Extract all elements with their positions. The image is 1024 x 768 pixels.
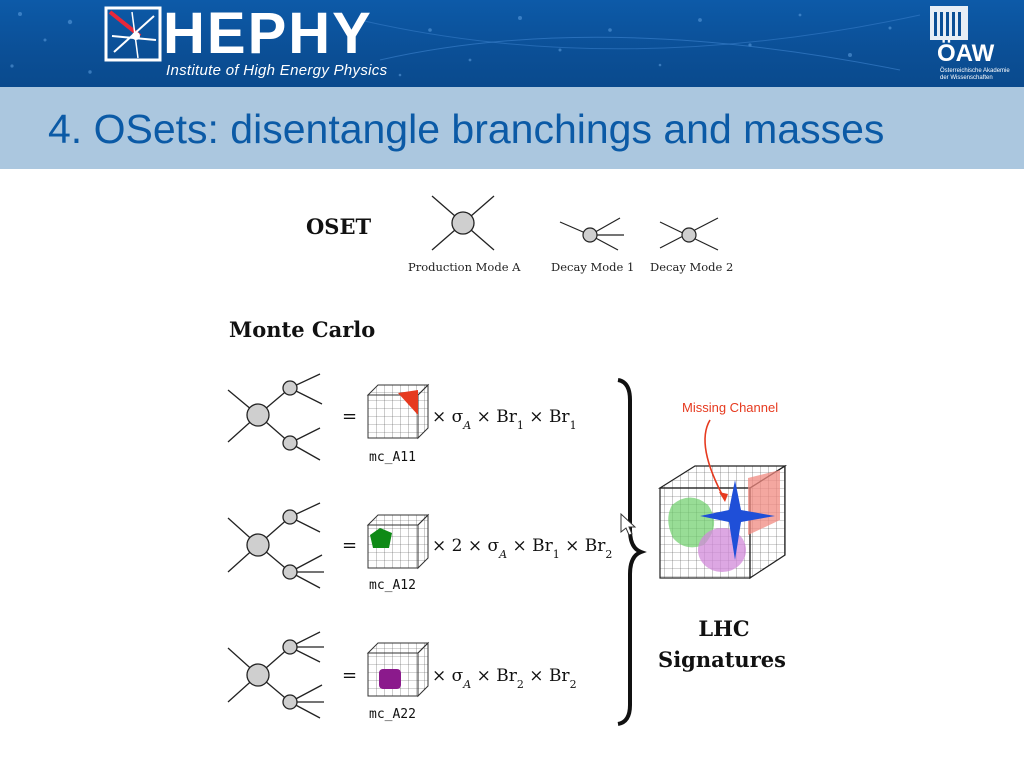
production-mode-a-vertex bbox=[431, 195, 495, 251]
decay-mode-2-label: Decay Mode 2 bbox=[650, 260, 733, 274]
header-banner: HEPHY Institute of High Energy Physics Ö… bbox=[0, 0, 1024, 87]
lhc-label: LHC bbox=[698, 616, 749, 641]
oset-diagram: OSET Production Mode A Decay Mode 1 Deca… bbox=[227, 195, 788, 726]
missing-channel-arrowhead bbox=[719, 492, 728, 502]
mc-a11-label: mc_A11 bbox=[369, 450, 416, 465]
hephy-logo-text: HEPHY bbox=[163, 1, 373, 66]
oaw-name-line1: Österreichische Akademie bbox=[940, 68, 1010, 74]
decay-mode-2-vertex bbox=[659, 217, 719, 251]
mc-a12-label: mc_A12 bbox=[369, 578, 416, 593]
hephy-logo-subtitle: Institute of High Energy Physics bbox=[166, 62, 388, 79]
oaw-name: Österreichische Akademie der Wissenschaf… bbox=[940, 68, 1024, 82]
title-band bbox=[0, 87, 1024, 169]
missing-channel-arrow bbox=[704, 419, 726, 501]
mc-a22-label: mc_A22 bbox=[369, 707, 416, 722]
feynman-diagram-a12 bbox=[227, 502, 324, 589]
slide-title: 4. OSets: disentangle branchings and mas… bbox=[48, 106, 885, 152]
decay-mode-1-label: Decay Mode 1 bbox=[551, 260, 634, 274]
equals-sign-a22: = bbox=[342, 665, 357, 686]
formula-a11: × σA × Br1 × Br1 bbox=[432, 407, 577, 432]
header-background-pattern bbox=[10, 12, 921, 77]
mc-cube-a22 bbox=[366, 641, 430, 698]
formula-a12: × 2 × σA × Br1 × Br2 bbox=[432, 536, 612, 561]
mc-cube-a12 bbox=[366, 513, 430, 570]
missing-channel-label: Missing Channel bbox=[682, 400, 778, 415]
feynman-diagram-a22 bbox=[227, 631, 324, 719]
oaw-name-line2: der Wissenschaften bbox=[940, 75, 993, 81]
curly-brace bbox=[617, 378, 647, 726]
equals-sign-a11: = bbox=[342, 406, 357, 427]
mc-cube-a11 bbox=[366, 383, 430, 440]
equals-sign-a12: = bbox=[342, 535, 357, 556]
decay-mode-1-vertex bbox=[559, 217, 624, 251]
monte-carlo-label: Monte Carlo bbox=[229, 317, 375, 342]
oset-label: OSET bbox=[306, 214, 371, 239]
hephy-emblem-icon bbox=[104, 6, 162, 62]
feynman-diagram-a11 bbox=[227, 373, 323, 461]
missing-star-marker bbox=[700, 480, 775, 560]
formula-a22: × σA × Br2 × Br2 bbox=[432, 666, 577, 691]
signatures-label: Signatures bbox=[658, 647, 786, 672]
oaw-acronym: ÖAW bbox=[937, 40, 995, 67]
mouse-cursor-icon bbox=[620, 512, 637, 536]
lhc-signature-cube bbox=[657, 464, 788, 580]
production-mode-label: Production Mode A bbox=[408, 260, 521, 274]
oaw-building-icon bbox=[930, 6, 968, 40]
